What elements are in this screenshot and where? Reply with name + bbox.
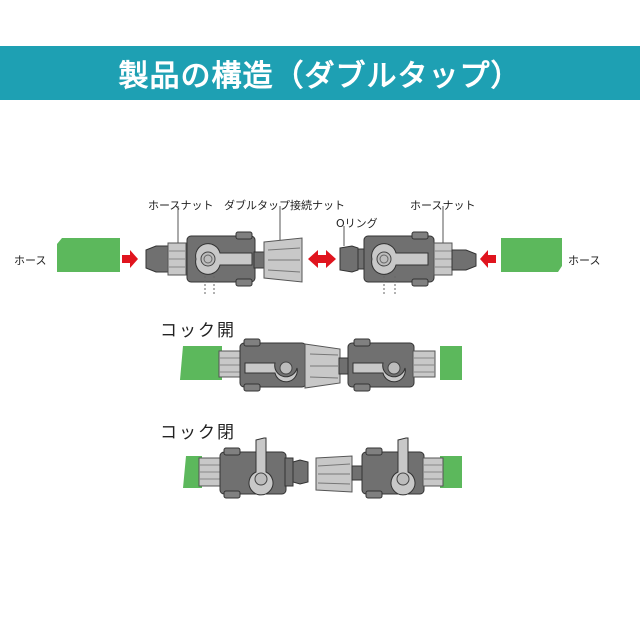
- hose-right: [501, 238, 562, 272]
- label-cock-closed: コック閉: [160, 423, 236, 443]
- o-ring-end: [339, 245, 359, 273]
- label-hose-nut-right: ホースナット: [410, 199, 476, 212]
- lever-right: [371, 243, 429, 275]
- label-cock-open: コック開: [160, 321, 236, 341]
- label-hose-left: ホース: [14, 254, 47, 267]
- arrow-double-icon: [308, 250, 336, 268]
- page-title: 製品の構造（ダブルタップ）: [118, 59, 522, 94]
- label-hose-right: ホース: [568, 254, 601, 267]
- hose-left: [57, 238, 120, 272]
- lever-left: [195, 243, 253, 275]
- tap-right-assembly: [339, 206, 477, 296]
- tap-left-assembly: [145, 206, 303, 296]
- barb-left: [145, 245, 171, 273]
- label-double-tap-nut: ダブルタップ接続ナット: [224, 199, 345, 212]
- barb-right: [451, 249, 477, 271]
- arrow-right-icon: [122, 250, 138, 268]
- assembly-cock-closed: [183, 437, 462, 499]
- arrow-left-icon: [480, 250, 496, 268]
- title-banner: 製品の構造（ダブルタップ）: [0, 46, 640, 100]
- assembly-cock-open: [180, 338, 462, 392]
- label-hose-nut-left: ホースナット: [148, 199, 214, 212]
- label-o-ring: Oリング: [336, 217, 378, 230]
